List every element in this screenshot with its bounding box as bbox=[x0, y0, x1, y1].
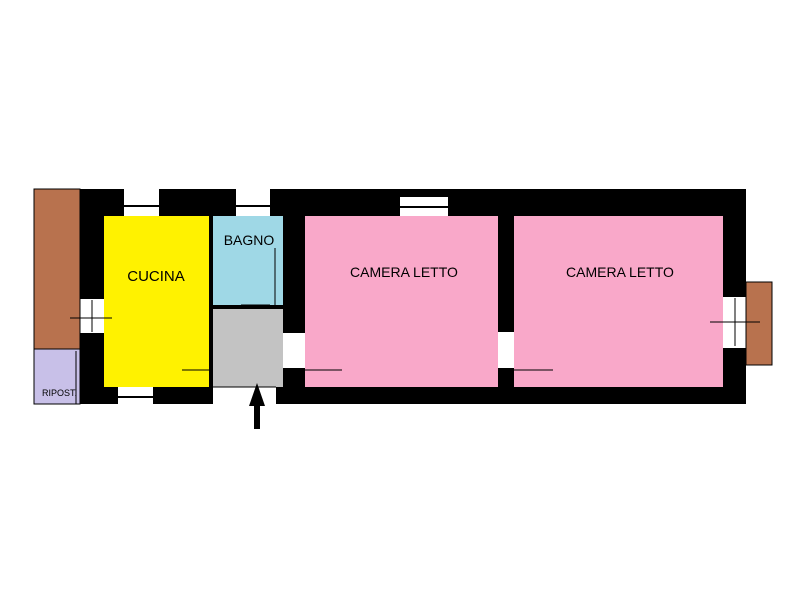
room-cucina bbox=[104, 216, 209, 387]
label-camera-letto-1: CAMERA LETTO bbox=[350, 264, 458, 280]
window-left bbox=[70, 300, 112, 332]
room-ingresso bbox=[213, 309, 283, 387]
entrance-opening bbox=[213, 387, 276, 404]
window-right bbox=[710, 298, 760, 346]
room-camera-letto-2 bbox=[514, 216, 723, 387]
storage-room bbox=[33, 348, 81, 405]
label-camera-letto-2: CAMERA LETTO bbox=[566, 264, 674, 280]
balcony-right bbox=[745, 281, 773, 366]
room-camera-letto-1 bbox=[305, 216, 498, 387]
label-cucina: CUCINA bbox=[127, 268, 185, 285]
label-ripostiglio: RIPOST. bbox=[42, 388, 77, 398]
room-bagno bbox=[213, 216, 283, 305]
walls bbox=[80, 189, 746, 404]
balcony-left bbox=[33, 188, 81, 350]
entrance-arrow-icon bbox=[249, 383, 265, 429]
label-bagno: BAGNO bbox=[224, 232, 275, 248]
